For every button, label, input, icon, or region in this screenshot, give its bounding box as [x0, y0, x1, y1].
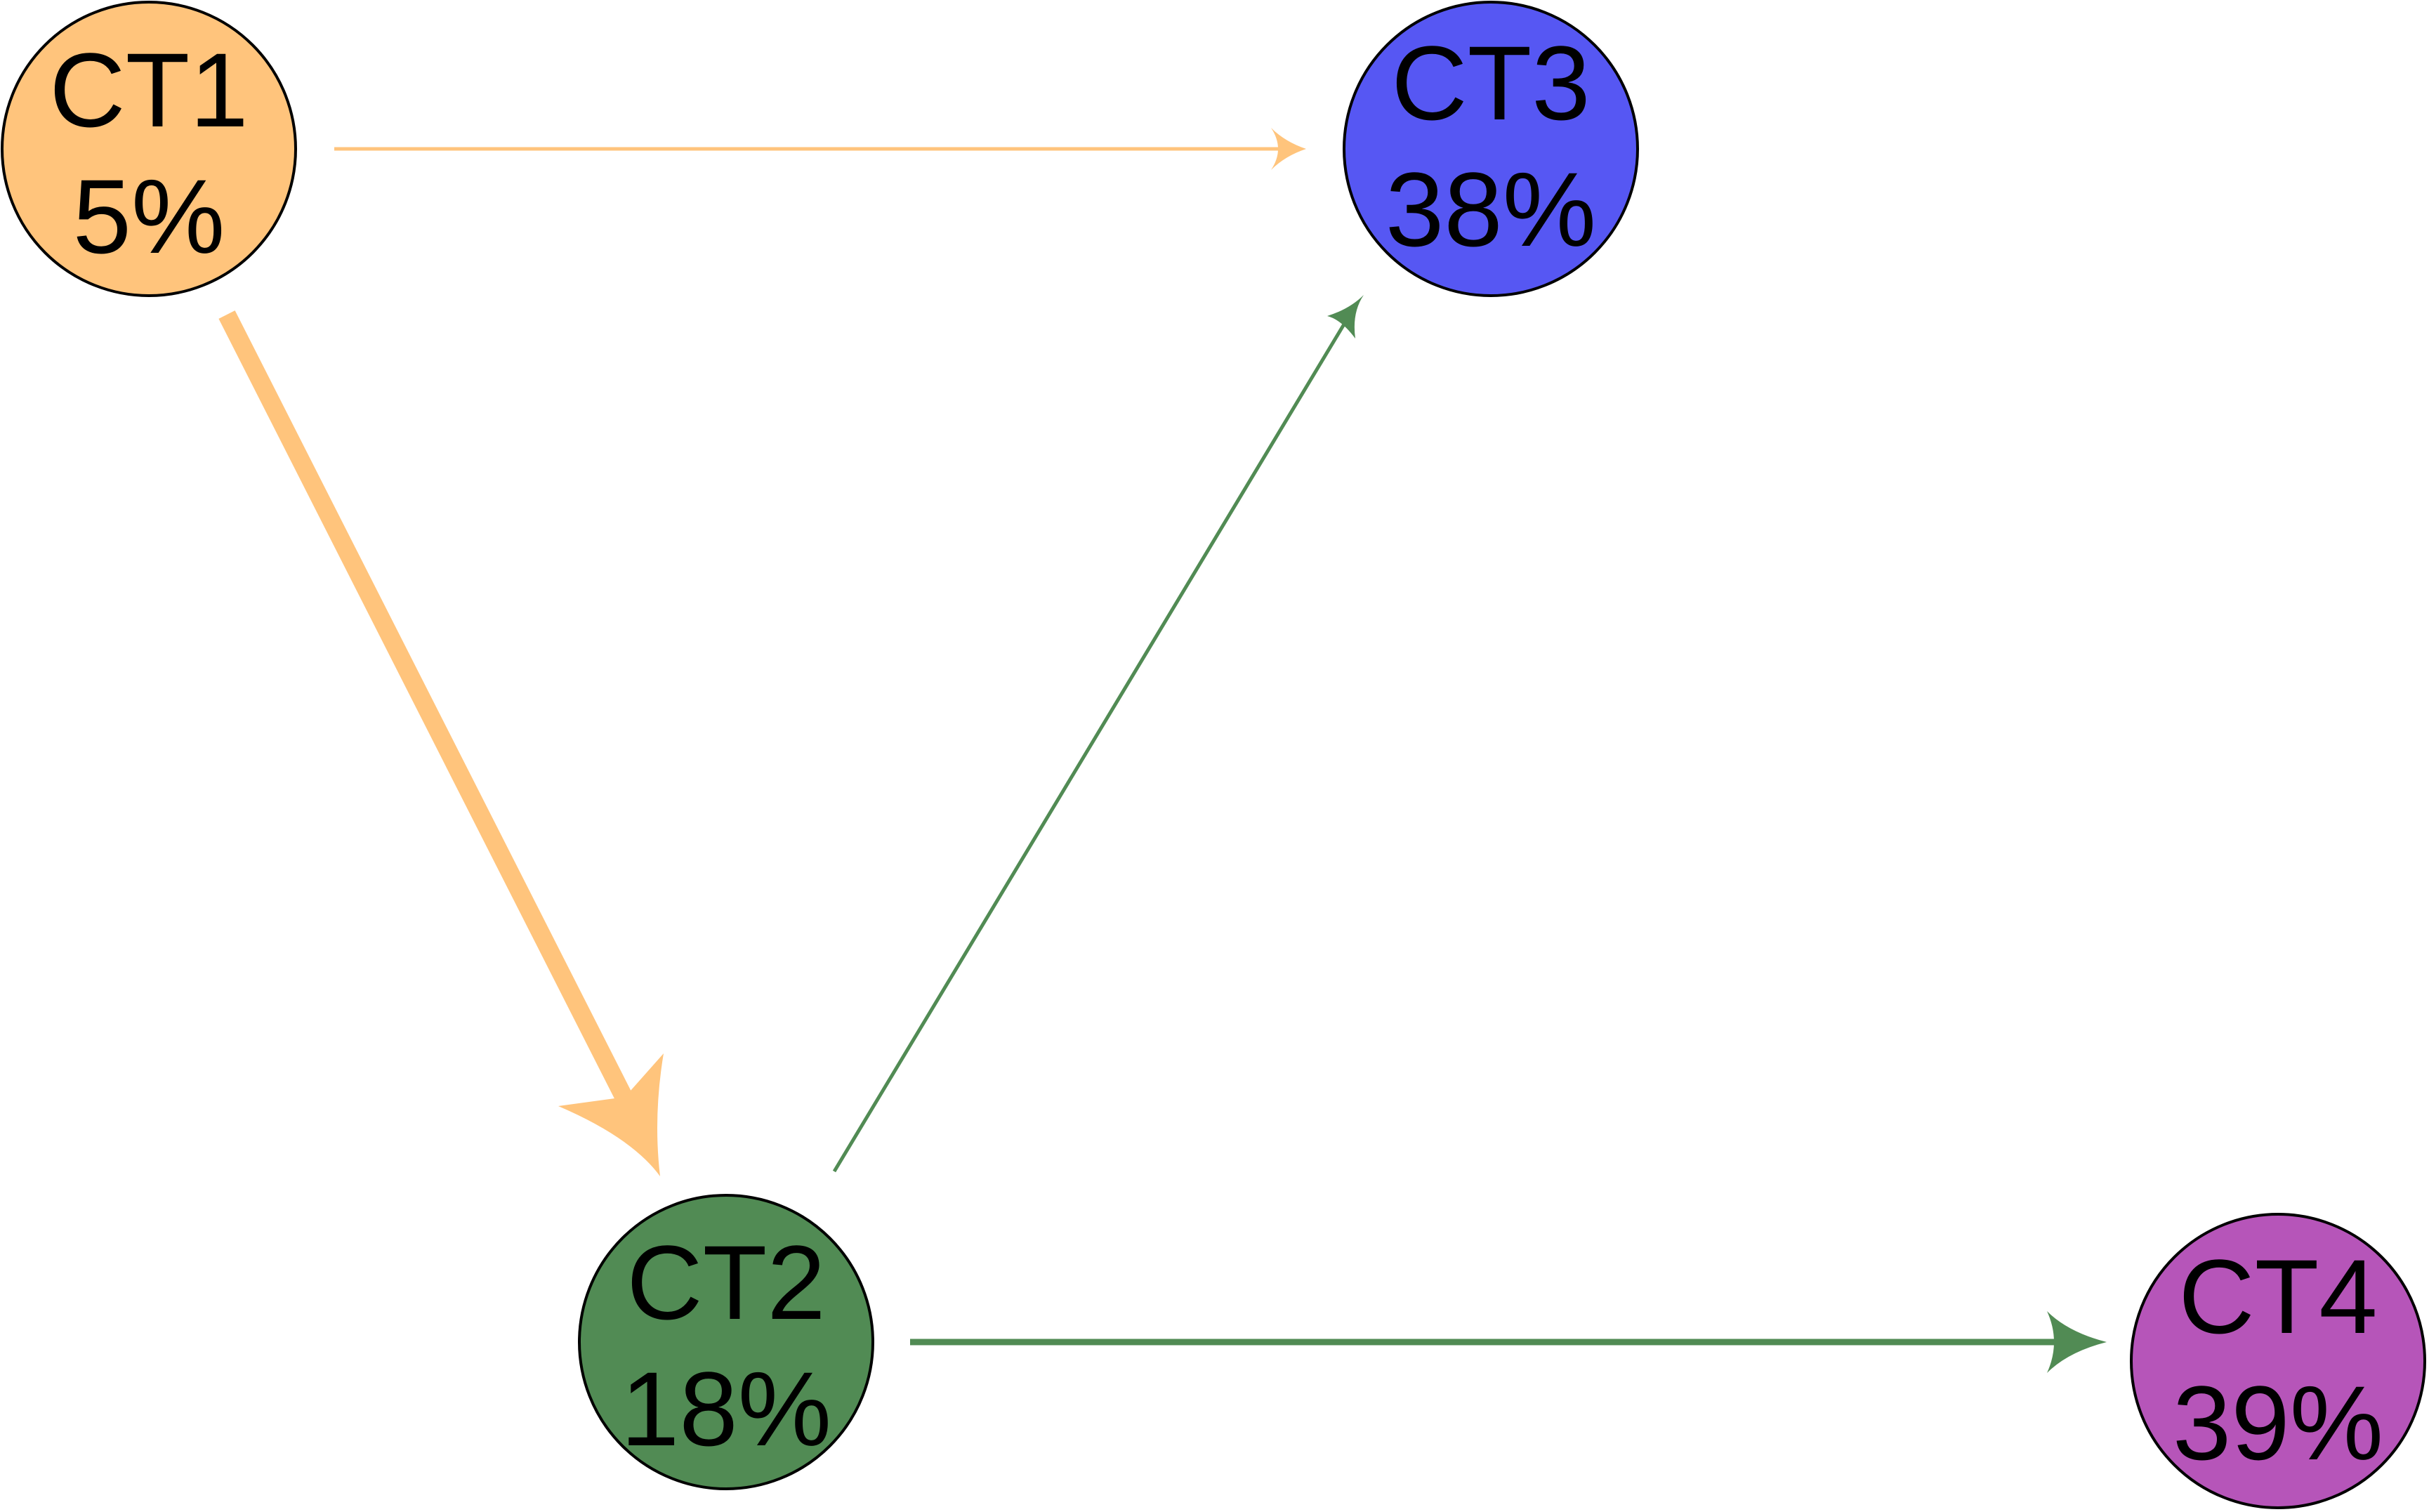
edge-ct1-ct2-line	[218, 310, 637, 1110]
node-ct4-value: 39%	[2173, 1364, 2383, 1482]
node-ct1-value: 5%	[73, 157, 225, 275]
node-ct2[interactable]: CT2 18%	[578, 1194, 874, 1490]
node-ct3[interactable]: CT3 38%	[1343, 1, 1639, 297]
node-ct3-value: 38%	[1385, 150, 1596, 268]
edge-ct1-ct2-arrowhead	[558, 1053, 664, 1176]
edge-ct2-ct4	[910, 1311, 2107, 1373]
node-ct3-label: CT3	[1391, 24, 1590, 142]
node-ct3-circle	[1343, 1, 1639, 297]
node-ct2-circle	[578, 1194, 874, 1490]
node-ct4-label: CT4	[2178, 1237, 2377, 1355]
node-ct4[interactable]: CT4 39%	[2130, 1213, 2426, 1509]
edge-ct1-ct3	[334, 128, 1306, 170]
edge-ct2-ct3	[832, 295, 1364, 1173]
edge-ct2-ct4-arrowhead	[2047, 1311, 2107, 1373]
node-ct1-label: CT1	[49, 31, 248, 149]
edge-ct1-ct3-arrowhead	[1271, 128, 1306, 170]
edge-ct2-ct3-arrowhead	[1327, 295, 1364, 338]
node-ct1-circle	[1, 1, 297, 297]
edge-ct2-ct3-line	[832, 318, 1349, 1173]
node-ct2-label: CT2	[626, 1223, 825, 1341]
node-ct4-circle	[2130, 1213, 2426, 1509]
edges	[218, 128, 2107, 1373]
node-ct1[interactable]: CT1 5%	[1, 1, 297, 297]
node-ct2-value: 18%	[621, 1350, 831, 1468]
edge-ct1-ct2	[218, 310, 664, 1176]
